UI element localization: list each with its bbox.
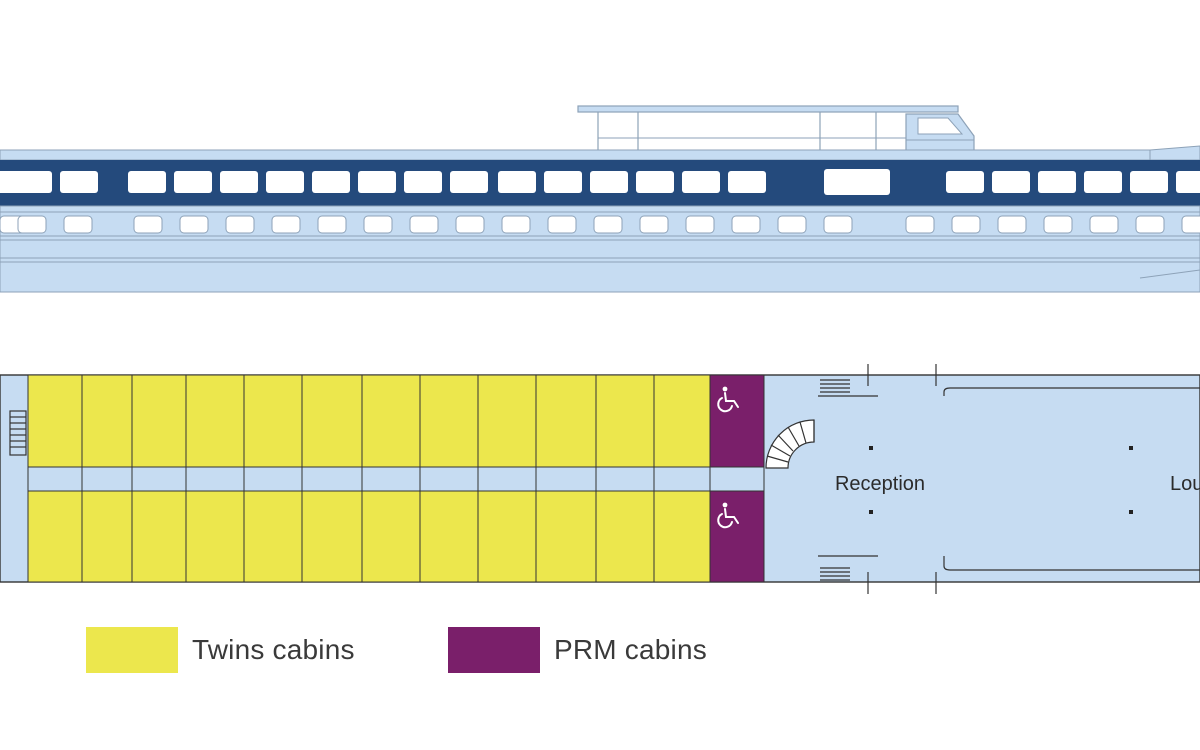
window bbox=[1038, 171, 1076, 193]
porthole bbox=[685, 215, 715, 234]
twin-cabin bbox=[81, 374, 133, 468]
porthole bbox=[951, 215, 981, 234]
window bbox=[544, 171, 582, 193]
porthole bbox=[823, 215, 853, 234]
deck-plan: Reception Lou bbox=[0, 364, 1200, 594]
twin-cabin bbox=[477, 490, 537, 583]
porthole bbox=[547, 215, 577, 234]
spiral-staircase-icon bbox=[765, 419, 815, 469]
twin-cabin bbox=[535, 490, 597, 583]
twin-cabin bbox=[361, 374, 421, 468]
porthole bbox=[271, 215, 301, 234]
twin-cabin bbox=[27, 490, 83, 583]
prm-cabin bbox=[709, 490, 765, 583]
steps-icon bbox=[820, 379, 850, 393]
twin-cabin bbox=[131, 374, 187, 468]
window bbox=[498, 171, 536, 193]
porthole bbox=[63, 215, 93, 234]
twin-cabin bbox=[361, 490, 421, 583]
partitions bbox=[818, 364, 1200, 594]
twin-cabin bbox=[243, 490, 303, 583]
twin-cabin bbox=[535, 374, 597, 468]
porthole bbox=[317, 215, 347, 234]
ship-profile bbox=[0, 105, 1200, 293]
legend-twins: Twins cabins bbox=[86, 626, 355, 674]
window bbox=[590, 171, 628, 193]
twin-cabin bbox=[653, 490, 711, 583]
window bbox=[450, 171, 488, 193]
porthole bbox=[1181, 215, 1200, 234]
window bbox=[636, 171, 674, 193]
window bbox=[404, 171, 442, 193]
upper-deck-roof bbox=[0, 149, 1200, 161]
window bbox=[946, 171, 984, 193]
porthole bbox=[1135, 215, 1165, 234]
twin-cabin bbox=[185, 490, 245, 583]
twin-cabin bbox=[81, 490, 133, 583]
twin-cabin bbox=[419, 374, 479, 468]
twin-cabin bbox=[477, 374, 537, 468]
window bbox=[128, 171, 166, 193]
twin-cabin bbox=[595, 490, 655, 583]
lounge-label: Lou bbox=[1170, 473, 1200, 495]
porthole bbox=[501, 215, 531, 234]
prm-label: PRM cabins bbox=[554, 634, 707, 665]
porthole bbox=[133, 215, 163, 234]
window bbox=[220, 171, 258, 193]
twin-cabin bbox=[131, 490, 187, 583]
prm-swatch bbox=[448, 627, 540, 673]
window bbox=[824, 169, 890, 195]
window bbox=[266, 171, 304, 193]
window bbox=[14, 171, 52, 193]
window bbox=[60, 171, 98, 193]
porthole bbox=[593, 215, 623, 234]
porthole bbox=[1043, 215, 1073, 234]
porthole bbox=[777, 215, 807, 234]
twin-cabin bbox=[27, 374, 83, 468]
twin-cabin bbox=[653, 374, 711, 468]
wheelchair-icon bbox=[717, 502, 739, 529]
window bbox=[312, 171, 350, 193]
twins-label: Twins cabins bbox=[192, 634, 355, 665]
steps-icon bbox=[820, 567, 850, 581]
twin-cabin bbox=[185, 374, 245, 468]
window bbox=[1176, 171, 1200, 193]
legend-prm: PRM cabins bbox=[448, 626, 707, 674]
porthole bbox=[17, 215, 47, 234]
porthole bbox=[179, 215, 209, 234]
twin-cabin bbox=[301, 374, 363, 468]
porthole bbox=[1089, 215, 1119, 234]
porthole bbox=[905, 215, 935, 234]
columns bbox=[869, 446, 1133, 514]
sun-deck-canopy bbox=[577, 105, 975, 155]
twin-cabin bbox=[419, 490, 479, 583]
window bbox=[174, 171, 212, 193]
porthole bbox=[997, 215, 1027, 234]
porthole bbox=[363, 215, 393, 234]
cabins bbox=[27, 374, 765, 583]
twin-cabin bbox=[595, 374, 655, 468]
porthole bbox=[455, 215, 485, 234]
reception-label: Reception bbox=[835, 473, 925, 495]
upper-windows bbox=[0, 169, 1200, 195]
window bbox=[728, 171, 766, 193]
porthole bbox=[731, 215, 761, 234]
window bbox=[358, 171, 396, 193]
prm-cabin bbox=[709, 374, 765, 468]
window bbox=[992, 171, 1030, 193]
window bbox=[682, 171, 720, 193]
steps-icon bbox=[9, 410, 27, 456]
twin-cabin bbox=[301, 490, 363, 583]
window bbox=[1130, 171, 1168, 193]
porthole bbox=[225, 215, 255, 234]
window bbox=[1084, 171, 1122, 193]
portholes bbox=[0, 215, 1200, 234]
porthole bbox=[639, 215, 669, 234]
twins-swatch bbox=[86, 627, 178, 673]
porthole bbox=[409, 215, 439, 234]
twin-cabin bbox=[243, 374, 303, 468]
wheelchair-icon bbox=[717, 386, 739, 413]
